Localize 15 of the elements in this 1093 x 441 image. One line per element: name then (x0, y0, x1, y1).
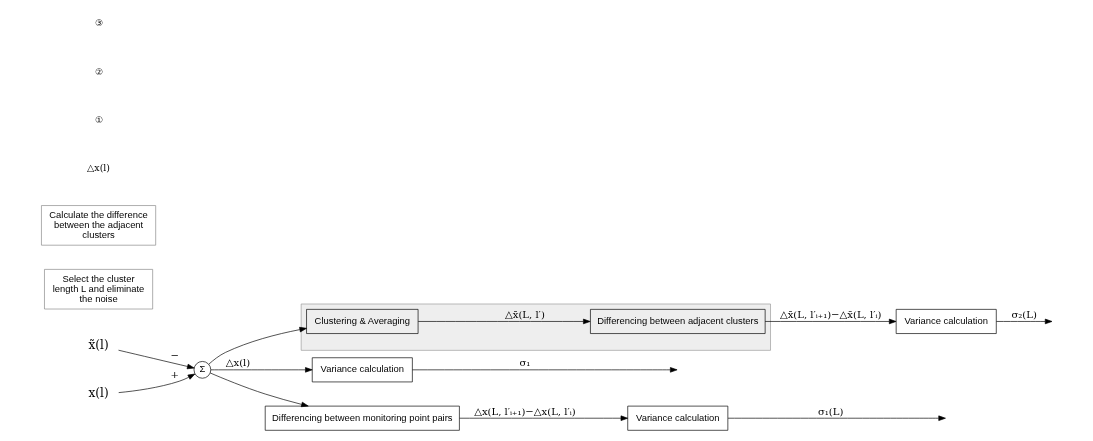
label: △x(l) (86, 161, 110, 173)
edge-label: △x(L, l′ᵢ₊₁)−△x(L, l′ᵢ) (473, 405, 576, 417)
label: ② (94, 65, 103, 77)
edge-label: − (170, 349, 179, 361)
edge-label: σ₁(L) (817, 405, 843, 417)
label: ③ (94, 16, 103, 28)
edge-label: △x(l) (225, 356, 250, 368)
node-text: x(l) (88, 385, 109, 400)
edge-label: △x̄(L, l′ᵢ₊₁)−△x̄(L, l′ᵢ) (779, 308, 881, 320)
node-text: x̃(l) (88, 337, 109, 352)
edge-label: △x̄(L, l′) (504, 308, 545, 320)
label: ① (94, 113, 103, 125)
edge-label: σ₁ (518, 356, 530, 368)
edge-label: + (170, 368, 179, 380)
edge-label: σ₂(L) (1010, 308, 1037, 320)
